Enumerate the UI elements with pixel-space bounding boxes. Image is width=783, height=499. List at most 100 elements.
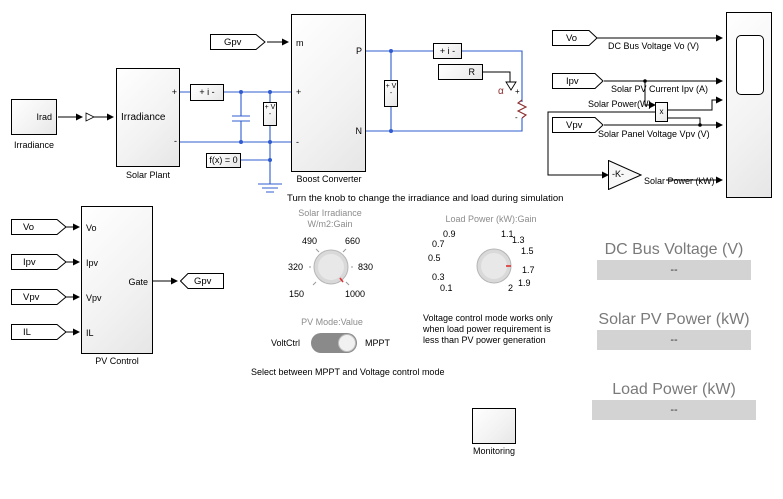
- vpv-ctrl-tag[interactable]: Vpv: [11, 289, 67, 305]
- boost-converter-block[interactable]: m + - P N: [291, 14, 366, 172]
- vpv-scope-tag-label: Vpv: [566, 119, 583, 131]
- vpv-scope-tag[interactable]: Vpv: [552, 117, 604, 133]
- load-tick: 0.7: [432, 239, 445, 249]
- boost-n-port: N: [355, 126, 363, 136]
- vo-ctrl-tag[interactable]: Vo: [11, 219, 67, 235]
- signal-wires: [58, 34, 723, 336]
- load-knob-title: Load Power (kW):Gain: [445, 214, 537, 224]
- pv-control-ipv-port: Ipv: [86, 258, 99, 268]
- voltage-note-line: Voltage control mode works only: [423, 313, 553, 323]
- gain-output-label: Solar Power (kW): [644, 176, 715, 186]
- irradiance-source-caption: Irradiance: [13, 140, 55, 150]
- dc-bus-voltage-display: --: [597, 260, 751, 280]
- irradiance-knob-ticks: [309, 248, 353, 286]
- irr-tick: 320: [288, 262, 304, 272]
- load-alpha-label: α: [498, 86, 504, 97]
- boost-p-port: P: [355, 46, 362, 56]
- scope-icon: [736, 35, 764, 95]
- ipv-ctrl-tag[interactable]: Ipv: [11, 254, 67, 270]
- boost-neg-port: -: [296, 137, 299, 147]
- load-neg-port-mark: -: [515, 113, 518, 122]
- load-tick: 1.3: [512, 235, 525, 245]
- irr-tick: 830: [358, 262, 374, 272]
- ipv-ctrl-tag-label: Ipv: [23, 256, 36, 268]
- gpv-from-tag[interactable]: Gpv: [210, 34, 266, 50]
- irr-tick: 660: [345, 236, 361, 246]
- solar-plant-block[interactable]: Irradiance + -: [116, 68, 180, 167]
- product-symbol: x: [659, 107, 664, 116]
- load-control-arrow-icon: [505, 81, 517, 91]
- load-tick: 1.7: [522, 265, 535, 275]
- irradiance-knob-subtitle: W/m2:Gain: [307, 219, 353, 229]
- load-current-meter-label: + i -: [439, 46, 456, 56]
- solver-config-block[interactable]: f(x) = 0: [206, 153, 241, 168]
- monitoring-caption: Monitoring: [472, 446, 516, 456]
- ipv-scope-label: Solar PV Current Ipv (A): [611, 84, 709, 94]
- mode-switch-left-label: VoltCtrl: [271, 338, 301, 348]
- pv-control-gate-port: Gate: [128, 277, 148, 287]
- gpv-goto-tag-label: Gpv: [194, 275, 212, 287]
- gain-block[interactable]: [608, 160, 642, 190]
- signal-branch-dots: [643, 79, 702, 127]
- mode-switch-title: PV Mode:Value: [301, 317, 363, 327]
- voltage-note-line: less than PV power generation: [423, 335, 546, 345]
- solar-pv-power-display: --: [597, 330, 751, 350]
- scope-block[interactable]: [726, 12, 772, 198]
- pv-control-block[interactable]: Vo Ipv Vpv IL Gate: [81, 206, 153, 354]
- load-tick: 0.5: [428, 253, 441, 263]
- load-pos-port-mark: +: [515, 87, 520, 96]
- solar-plant-input-port: Irradiance: [121, 112, 166, 123]
- solar-plant-pos-port: +: [171, 87, 177, 97]
- ipv-scope-tag[interactable]: Ipv: [552, 73, 604, 89]
- vpv-scope-label: Solar Panel Voltage Vpv (V): [598, 129, 710, 139]
- solar-plant-neg-port: -: [174, 136, 177, 146]
- product-label: Solar Power(W): [588, 99, 652, 109]
- vpv-ctrl-tag-label: Vpv: [23, 291, 40, 303]
- irr-tick: 1000: [345, 289, 366, 299]
- irradiance-knob-pointer: [339, 277, 344, 283]
- electrical-wires: [180, 50, 523, 193]
- irr-tick: 150: [289, 289, 305, 299]
- pv-control-il-port: IL: [86, 328, 94, 338]
- irr-tick: 490: [302, 236, 318, 246]
- load-current-meter-block[interactable]: + i -: [433, 43, 462, 59]
- irradiance-tag: Irad: [36, 112, 52, 122]
- load-resistor: [516, 99, 528, 119]
- ipv-scope-tag-label: Ipv: [566, 75, 579, 87]
- current-meter-label: + i -: [199, 87, 215, 97]
- load-r-block[interactable]: R: [438, 64, 483, 80]
- irradiance-knob[interactable]: [309, 245, 353, 289]
- monitoring-block[interactable]: [472, 408, 516, 444]
- vo-scope-tag[interactable]: Vo: [552, 30, 598, 46]
- load-r-label: R: [468, 67, 476, 77]
- load-tick: 0.1: [440, 283, 453, 293]
- load-tick: 2: [508, 283, 514, 293]
- irradiance-knob-title: Solar Irradiance: [298, 208, 362, 218]
- mode-toggle-switch[interactable]: [311, 333, 357, 353]
- pv-control-vpv-port: Vpv: [86, 293, 102, 303]
- load-knob[interactable]: [472, 244, 516, 288]
- il-ctrl-tag-label: IL: [23, 326, 31, 338]
- product-block[interactable]: x: [655, 102, 668, 122]
- pv-control-vo-port: Vo: [86, 223, 97, 233]
- il-ctrl-tag[interactable]: IL: [11, 324, 67, 340]
- solar-pv-power-title: Solar PV Power (kW): [598, 311, 750, 328]
- load-tick: 1.5: [521, 246, 534, 256]
- vo-ctrl-tag-label: Vo: [23, 221, 35, 233]
- gpv-goto-tag[interactable]: Gpv: [180, 273, 224, 289]
- bus-voltage-meter-label: + V -: [385, 83, 397, 97]
- gpv-from-tag-label: Gpv: [224, 36, 242, 48]
- bus-voltage-meter-block[interactable]: + V -: [384, 80, 398, 107]
- vo-scope-label: DC Bus Voltage Vo (V): [608, 41, 700, 51]
- load-tick: 0.9: [443, 229, 456, 239]
- load-tick: 1.1: [501, 229, 514, 239]
- boost-m-port: m: [296, 38, 304, 48]
- voltage-note-line: when load power requirement is: [423, 324, 551, 334]
- solar-plant-caption: Solar Plant: [125, 170, 171, 180]
- load-tick: 1.9: [518, 278, 531, 288]
- voltage-meter-block[interactable]: + V -: [263, 102, 277, 126]
- irradiance-source-block[interactable]: Irad: [11, 99, 57, 135]
- current-meter-block[interactable]: + i -: [190, 84, 224, 101]
- boost-converter-caption: Boost Converter: [296, 174, 362, 184]
